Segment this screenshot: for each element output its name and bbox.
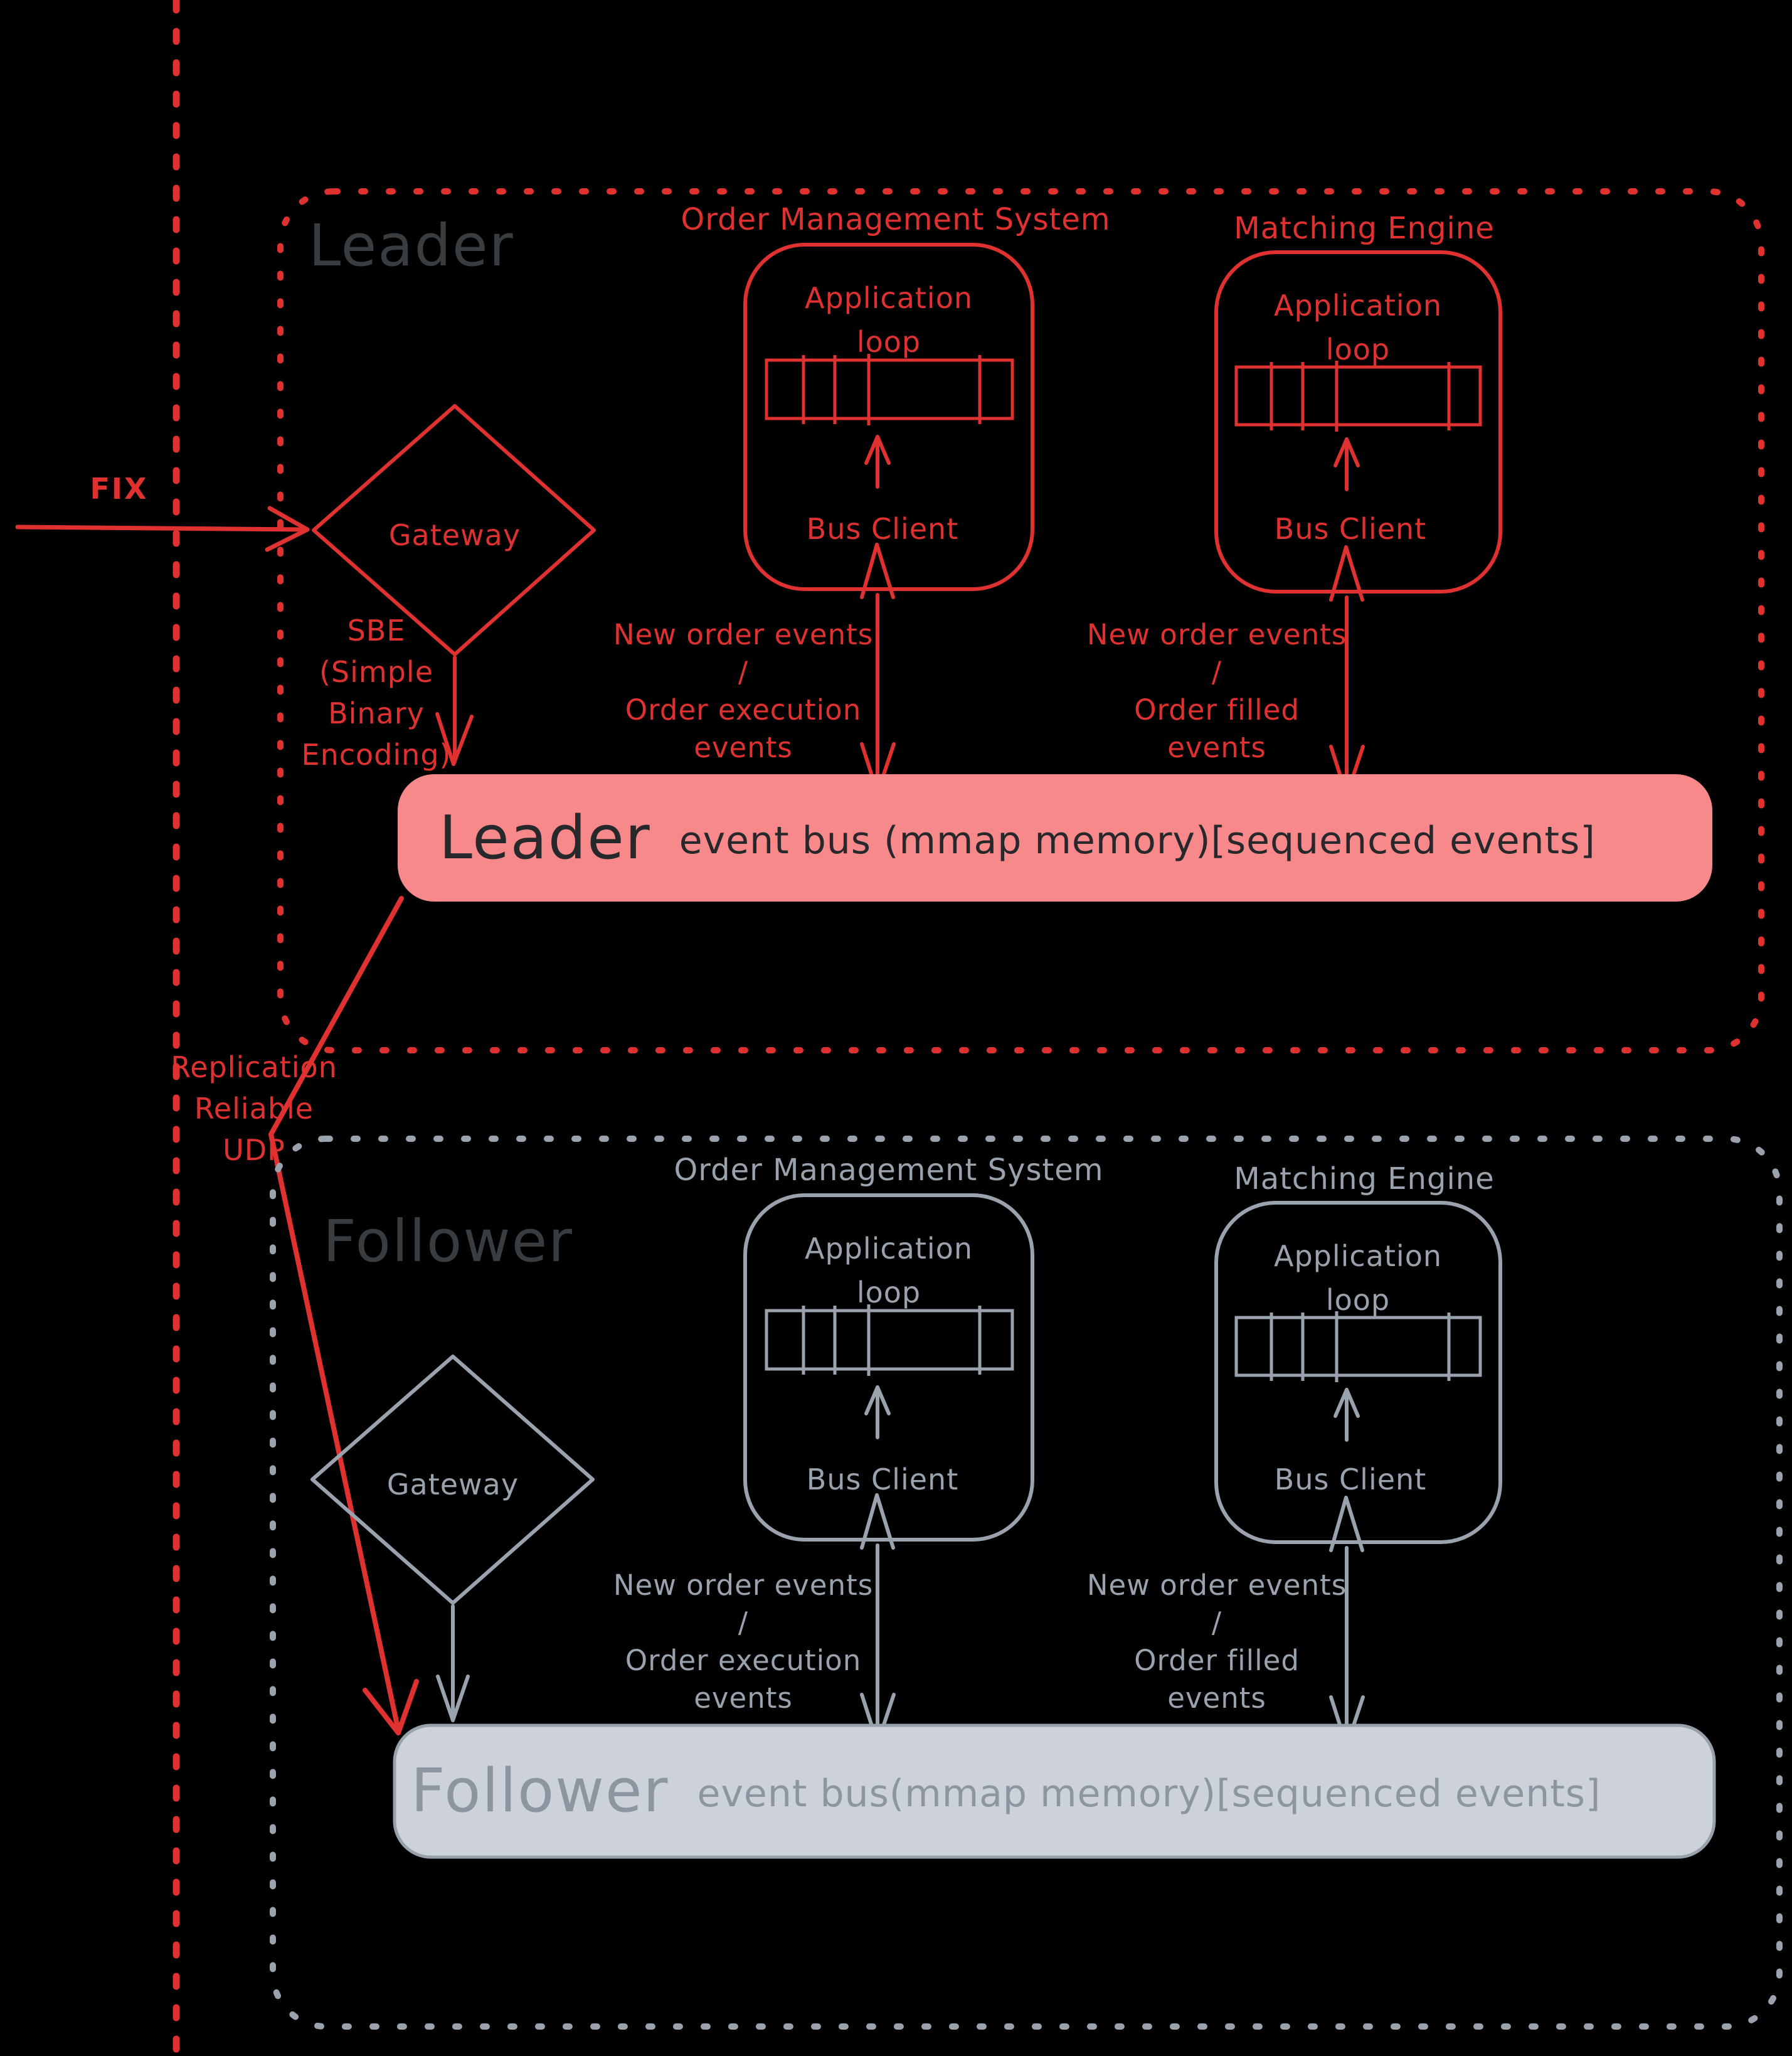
leader-oms-client-label: Bus Client [806,512,959,546]
follower-boundary [270,1136,1783,2030]
leader-boundary [277,188,1764,1053]
follower-me-title: Matching Engine [1234,1161,1495,1196]
follower-oms-title: Order Management System [674,1153,1104,1188]
leader-bus-label: Leader event bus (mmap memory)[sequenced… [439,774,1596,902]
leader-oms-ringbuffer [765,354,1014,425]
follower-oms-loop-arrow [864,1385,891,1439]
leader-me-client-label: Bus Client [1274,512,1427,546]
follower-oms-client-label: Bus Client [806,1462,959,1496]
follower-bus-desc: event bus(mmap memory)[sequenced events] [697,1772,1601,1816]
follower-gateway-diamond [310,1355,595,1605]
leader-me-title: Matching Engine [1234,211,1495,246]
leader-bus-name: Leader [439,803,651,873]
leader-gateway-label: Gateway [388,518,521,552]
fix-arrow [15,506,310,552]
leader-oms-loop-arrow [864,435,891,489]
leader-me-loop-arrow [1333,437,1360,491]
follower-gateway-arrow [436,1604,470,1722]
fix-label: FIX [90,472,149,506]
leader-bus-desc: event bus (mmap memory)[sequenced events… [679,818,1596,863]
leader-me-ringbuffer [1234,361,1482,432]
replication-arrow [268,896,419,1735]
follower-gateway-label: Gateway [386,1467,519,1501]
leader-bus-bar [398,774,1712,902]
follower-me-ringbuffer [1234,1311,1482,1382]
follower-me-loop-arrow [1333,1388,1360,1442]
follower-me-bus-arrow [1329,1496,1365,1748]
leader-sbe-arrow [435,656,474,766]
follower-me-client-label: Bus Client [1274,1462,1427,1496]
leader-oms-title: Order Management System [681,202,1111,237]
follower-bus-name: Follower [411,1757,669,1826]
leader-section-label: Leader [309,212,514,279]
follower-bus-label: Follower event bus(mmap memory)[sequence… [411,1725,1601,1857]
leader-gateway-diamond [312,404,596,656]
follower-oms-ringbuffer [765,1304,1014,1376]
follower-bus-bar [393,1723,1716,1859]
follower-section-label: Follower [323,1208,574,1275]
